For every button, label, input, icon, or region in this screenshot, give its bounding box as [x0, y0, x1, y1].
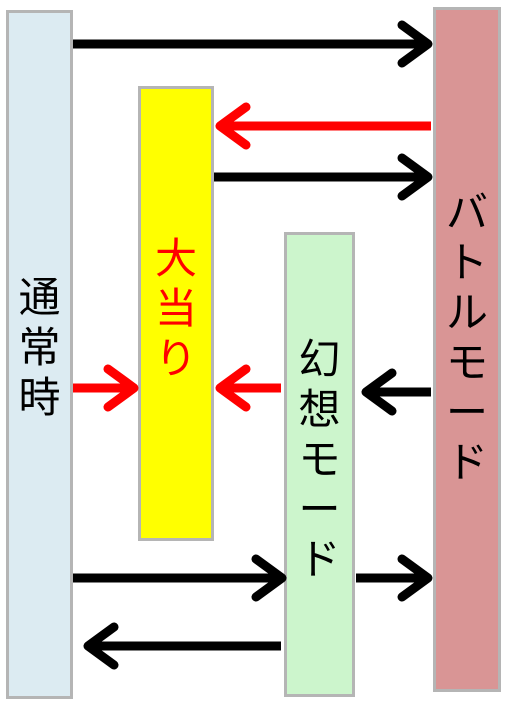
normal-label-char: 通: [18, 273, 61, 322]
fantasy-label-char: ド: [298, 535, 341, 584]
arrow-black-8: [83, 622, 281, 670]
fantasy-label-char: 想: [298, 385, 341, 434]
normal-state-box: 通常時: [6, 10, 73, 699]
fantasy-mode-label: 幻想モード: [287, 335, 352, 585]
arrow-head: [215, 102, 251, 150]
jackpot-state-box: 大当り: [138, 86, 214, 541]
arrow-black-6: [73, 554, 287, 602]
normal-label-char: 常: [18, 323, 61, 372]
arrow-black-7: [356, 554, 433, 602]
arrow-head: [251, 554, 287, 602]
jackpot-label-char: 大: [154, 234, 197, 283]
jackpot-label-char: 当: [154, 284, 197, 333]
fantasy-label-char: モ: [298, 435, 341, 484]
arrow-head: [397, 20, 433, 68]
jackpot-state-label: 大当り: [141, 234, 211, 384]
arrow-red-4: [215, 364, 281, 412]
arrow-black-5: [361, 368, 431, 416]
arrow-head: [397, 554, 433, 602]
arrow-red-3: [73, 364, 139, 412]
arrow-head: [361, 368, 397, 416]
fantasy-label-char: ー: [298, 485, 341, 534]
arrow-head: [215, 364, 251, 412]
jackpot-label-char: り: [154, 334, 197, 383]
battle-label-char: ル: [445, 288, 488, 337]
arrow-head: [397, 153, 433, 201]
arrow-black-0: [73, 20, 433, 68]
battle-label-char: ド: [445, 438, 488, 487]
arrow-head: [83, 622, 119, 670]
arrow-red-1: [215, 102, 431, 150]
battle-mode-label: バトルモード: [436, 188, 498, 488]
battle-label-char: モ: [445, 338, 488, 387]
battle-label-char: バ: [445, 188, 488, 237]
fantasy-mode-box: 幻想モード: [284, 232, 355, 697]
battle-label-char: ー: [445, 388, 488, 437]
normal-state-label: 通常時: [9, 273, 70, 423]
fantasy-label-char: 幻: [298, 335, 341, 384]
normal-label-char: 時: [18, 373, 61, 422]
arrow-head: [103, 364, 139, 412]
arrow-black-2: [214, 153, 433, 201]
battle-mode-box: バトルモード: [433, 7, 501, 692]
battle-label-char: ト: [445, 238, 488, 287]
